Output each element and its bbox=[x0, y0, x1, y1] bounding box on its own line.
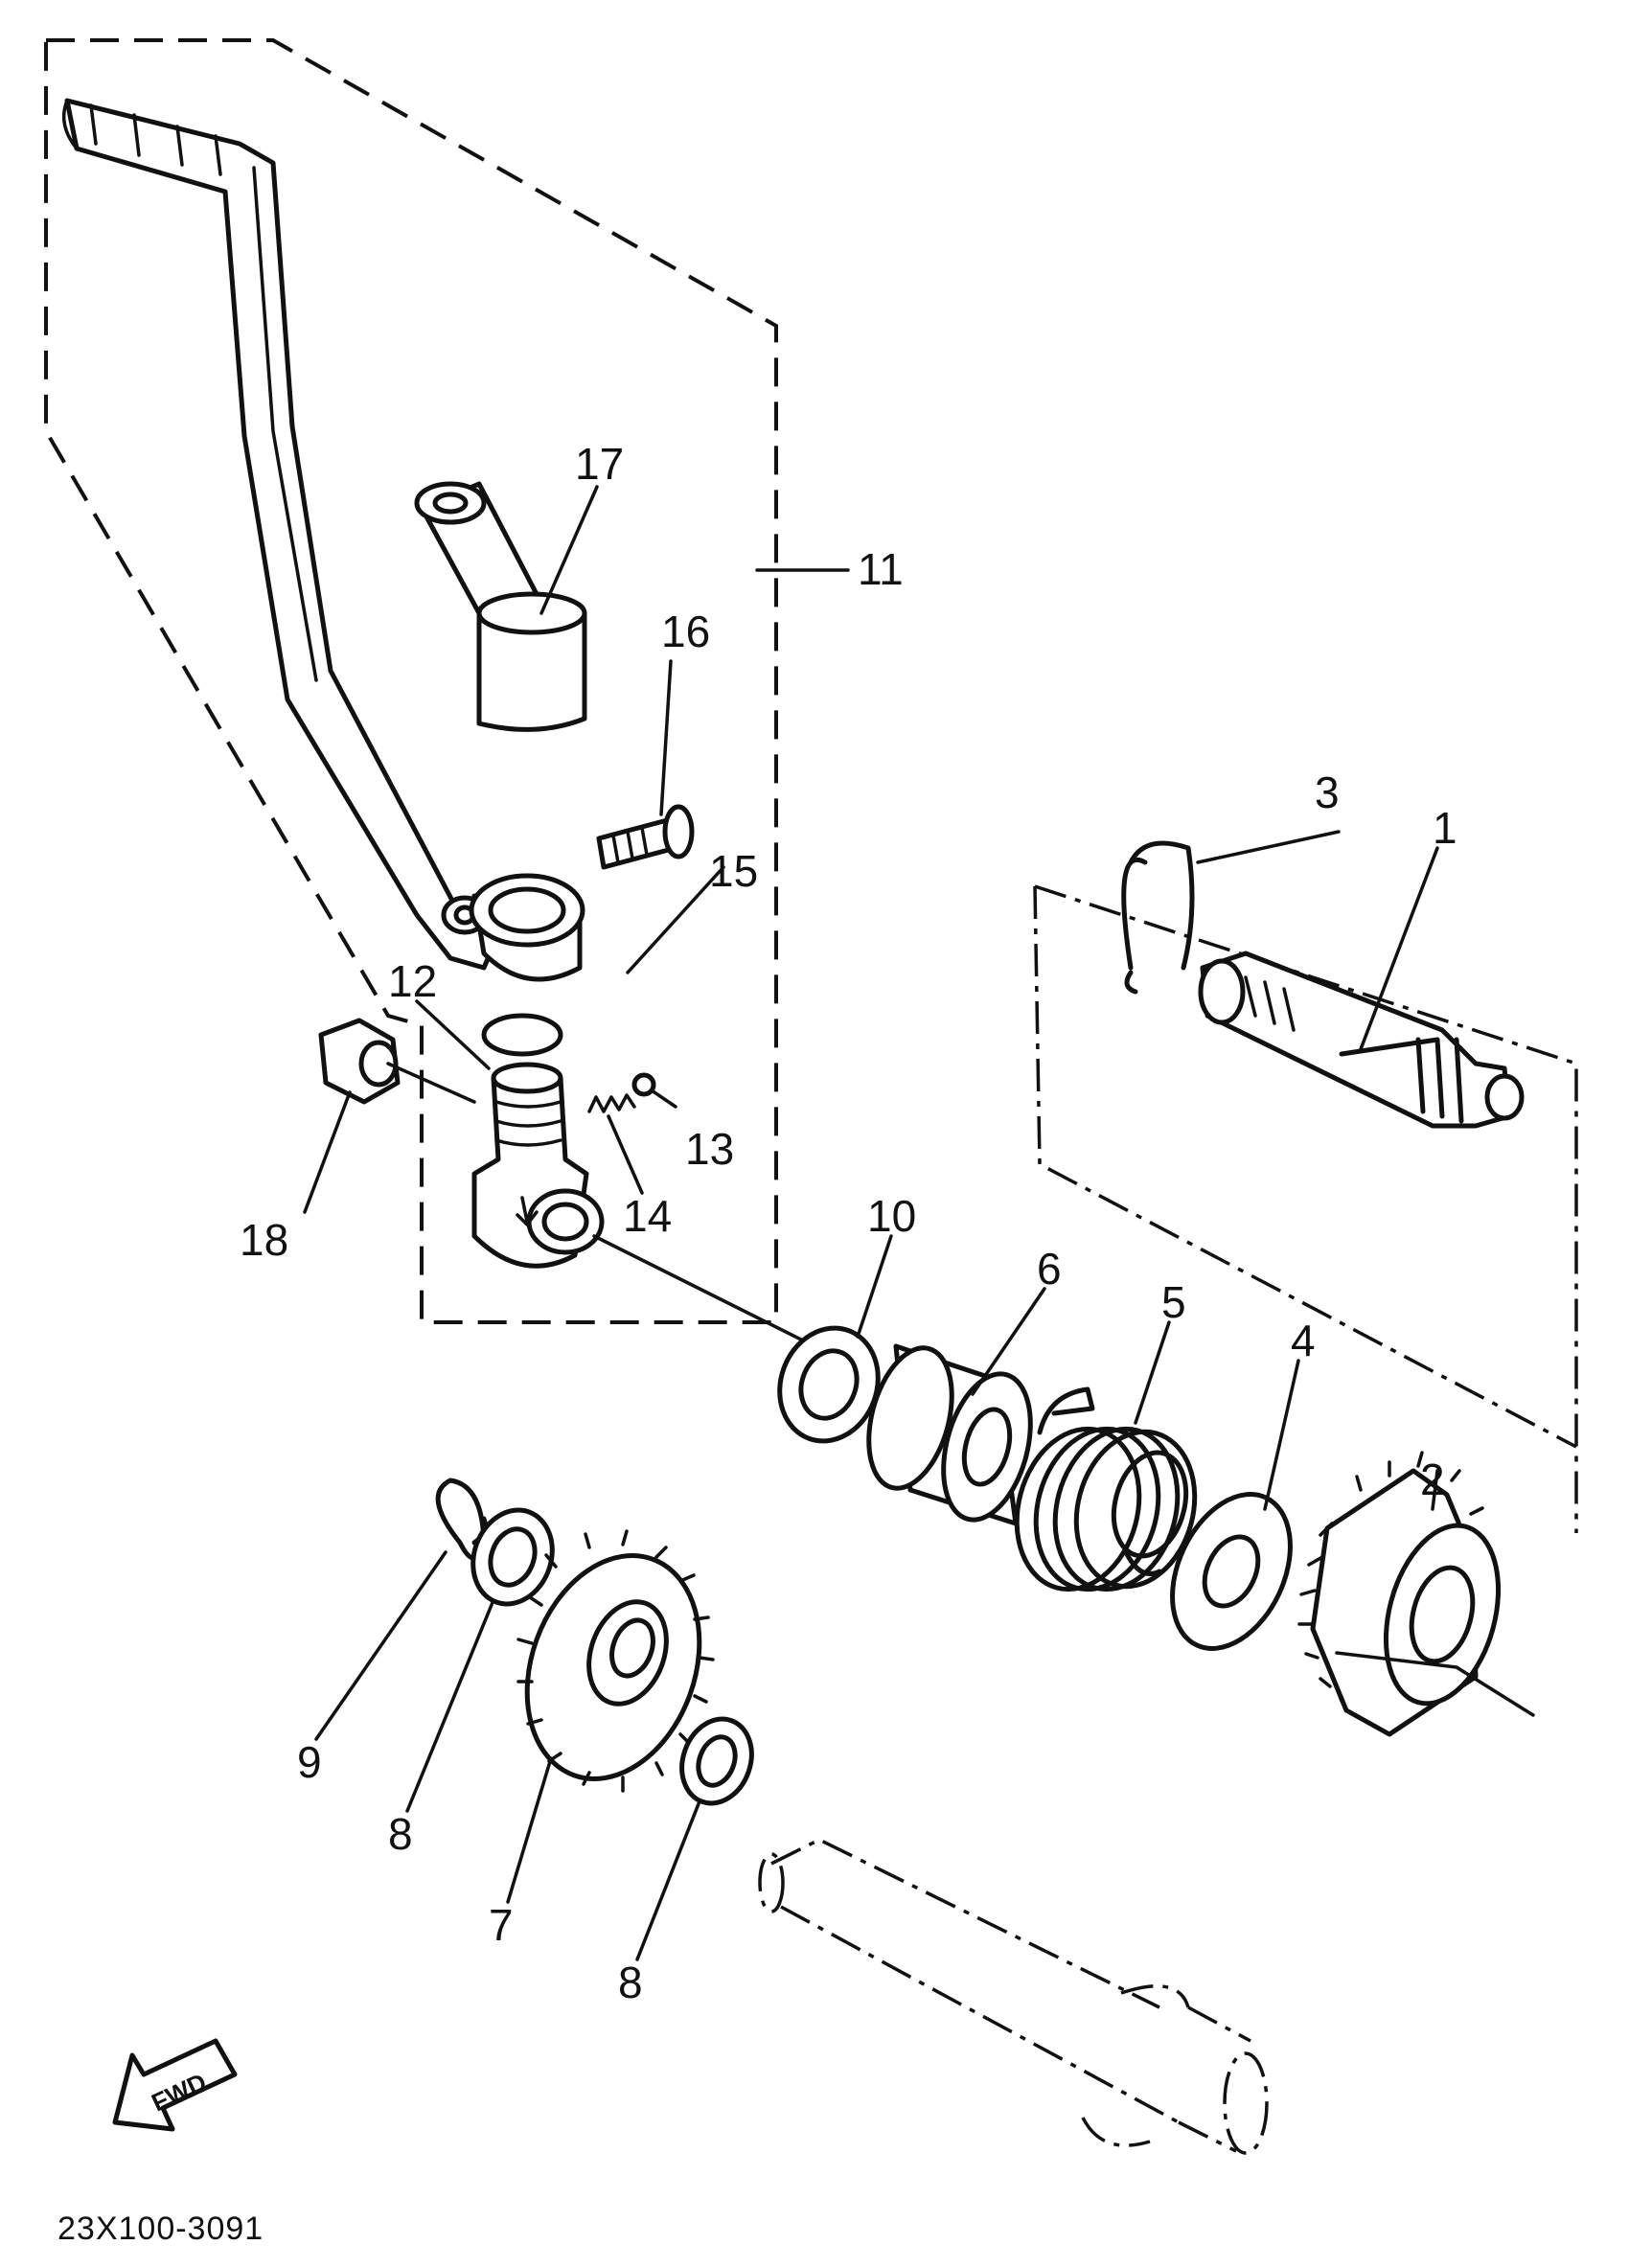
callout-5: 5 bbox=[1161, 1277, 1186, 1327]
part-7-idle-gear bbox=[516, 1529, 715, 1793]
part-13-ball bbox=[631, 1072, 656, 1097]
callout-15: 15 bbox=[709, 846, 758, 896]
kick-crank-lever bbox=[61, 98, 501, 971]
assembly-11-dashed-boundary bbox=[44, 38, 778, 1324]
callout-18: 18 bbox=[240, 1215, 288, 1265]
callout-4: 4 bbox=[1291, 1316, 1316, 1365]
callout-9: 9 bbox=[297, 1737, 322, 1787]
assembly-axle-dashdot-boundary bbox=[1033, 884, 1578, 1533]
assembly-axis-line-right bbox=[592, 1234, 807, 1343]
main-axle-reference bbox=[758, 1651, 1535, 2155]
drawing-code: 23X100-3091 bbox=[57, 2211, 264, 2247]
callout-11: 11 bbox=[858, 544, 904, 594]
forward-direction-arrow: FWD bbox=[112, 2038, 238, 2132]
kick-crank-clamp bbox=[469, 873, 585, 982]
callout-6: 6 bbox=[1037, 1244, 1062, 1294]
part-1-kick-axle bbox=[1198, 951, 1525, 1129]
part-2-kick-gear bbox=[1297, 1451, 1502, 1737]
callout-10: 10 bbox=[867, 1191, 916, 1241]
callout-2: 2 bbox=[1420, 1455, 1445, 1504]
callout-7: 7 bbox=[489, 1900, 514, 1950]
part-15-o-ring bbox=[481, 1013, 563, 1057]
callout-3: 3 bbox=[1315, 767, 1340, 817]
part-4-washer bbox=[1170, 1492, 1293, 1651]
part-17-kick-crank-boss bbox=[414, 481, 587, 732]
callout-8-lower: 8 bbox=[618, 1958, 643, 2007]
part-18-nut bbox=[318, 1018, 401, 1105]
part-8-washer-upper bbox=[470, 1507, 555, 1607]
callout-14: 14 bbox=[623, 1191, 672, 1241]
callout-12: 12 bbox=[388, 956, 437, 1006]
callout-8-upper: 8 bbox=[388, 1809, 413, 1859]
part-16-bolt bbox=[596, 804, 695, 870]
callout-13: 13 bbox=[685, 1124, 734, 1174]
callout-17: 17 bbox=[575, 439, 624, 489]
part-3-circlip bbox=[1121, 840, 1195, 995]
part-5-kick-spring bbox=[1014, 1386, 1198, 1592]
part-8-washer-lower bbox=[679, 1716, 754, 1806]
part-12-kick-boss bbox=[471, 1062, 605, 1269]
callout-1: 1 bbox=[1433, 803, 1457, 853]
part-14-spring bbox=[587, 1093, 636, 1113]
part-6-collar bbox=[866, 1343, 1033, 1526]
callout-16: 16 bbox=[661, 607, 710, 656]
callout-labels: 1 2 3 4 5 6 7 8 8 9 10 11 12 13 14 15 16… bbox=[240, 439, 1457, 2007]
assembly-axis-line-left bbox=[386, 1062, 476, 1104]
callout-leader-lines bbox=[303, 485, 1439, 1961]
